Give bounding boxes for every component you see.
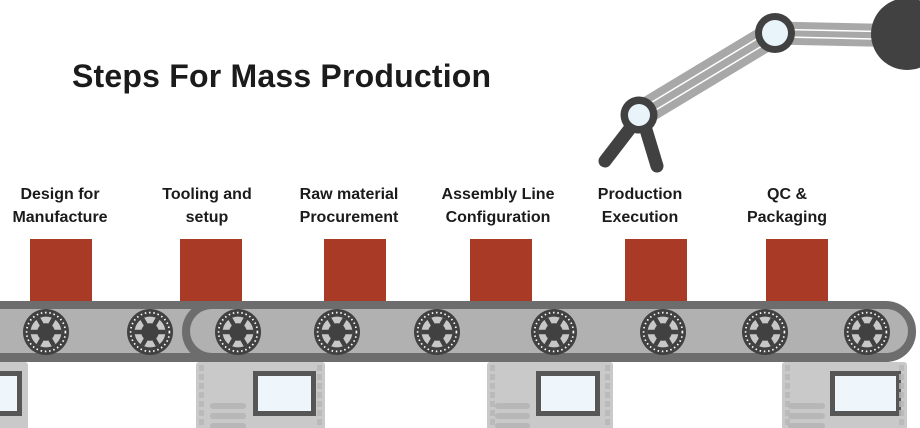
machine-window [0, 371, 22, 416]
conveyor-wheel-icon [23, 309, 69, 355]
wrist-joint-icon [620, 96, 658, 134]
conveyor-wheel-icon [127, 309, 173, 355]
step-label-line: Procurement [299, 209, 399, 226]
step-label-line: Execution [601, 209, 679, 226]
conveyor-wheel-icon [314, 309, 360, 355]
crate [766, 239, 828, 301]
conveyor-wheel-icon [215, 309, 261, 355]
step-label-production-execution: Production Execution [560, 183, 720, 229]
step-label-line: Raw material [299, 186, 399, 203]
step-label-line: Configuration [445, 209, 551, 226]
step-label-line: Design for [20, 186, 100, 203]
step-label-assembly-line-configuration: Assembly Line Configuration [418, 183, 578, 229]
crate [625, 239, 687, 301]
vent-lines-icon [495, 362, 530, 428]
vent-lines-icon [210, 362, 246, 428]
step-label-line: QC & [767, 186, 807, 203]
crate [324, 239, 386, 301]
machine-base [487, 362, 613, 428]
machine-window [830, 371, 901, 416]
machine-window [536, 371, 600, 416]
crate [180, 239, 242, 301]
crate [30, 239, 92, 301]
robot-arm-icon [598, 0, 920, 173]
step-label-line: setup [185, 209, 229, 226]
elbow-joint-icon [755, 13, 795, 53]
crate [470, 239, 532, 301]
step-label-line: Manufacture [12, 209, 108, 226]
conveyor-wheel-icon [640, 309, 686, 355]
conveyor-wheel-icon [844, 309, 890, 355]
step-label-line: Assembly Line [441, 186, 555, 203]
step-label-qc-packaging: QC & Packaging [707, 183, 867, 229]
step-label-line: Packaging [746, 209, 828, 226]
step-label-line: Production [597, 186, 683, 203]
step-label-raw-material-procurement: Raw material Procurement [269, 183, 429, 229]
machine-base [782, 362, 907, 428]
machine-base [196, 362, 325, 428]
conveyor-wheel-icon [531, 309, 577, 355]
machine-window [253, 371, 316, 416]
page-title: Steps For Mass Production [72, 58, 492, 94]
vent-lines-icon [788, 362, 825, 428]
conveyor-wheel-icon [414, 309, 460, 355]
machine-base [0, 362, 28, 428]
step-label-tooling-and-setup: Tooling and setup [127, 183, 287, 229]
shoulder-base-icon [871, 0, 920, 70]
conveyor-wheel-icon [742, 309, 788, 355]
step-label-design-for-manufacture: Design for Manufacture [0, 183, 140, 229]
step-label-line: Tooling and [162, 186, 252, 203]
